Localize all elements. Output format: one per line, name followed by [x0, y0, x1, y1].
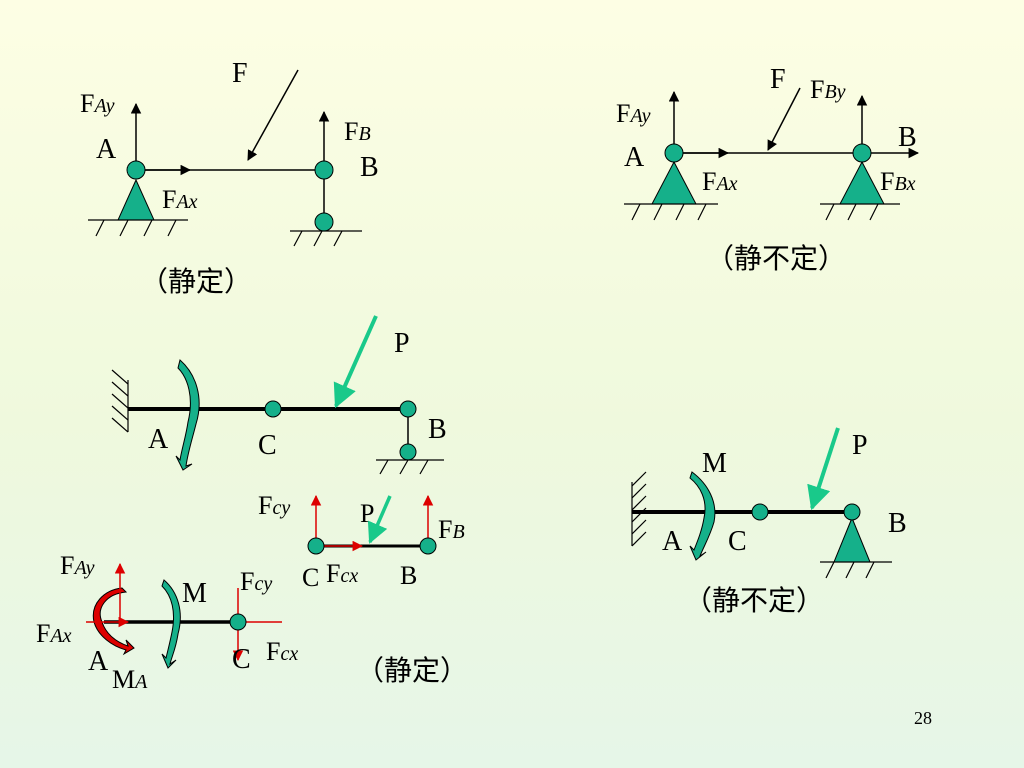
- caption-statically-determinate: （静定）: [140, 265, 252, 298]
- pin-b-bottom: [314, 212, 334, 232]
- label-m: M: [182, 578, 207, 609]
- hinge-c: [307, 537, 325, 555]
- label-b: B: [400, 561, 417, 590]
- label-b: B: [428, 414, 447, 445]
- label-p: P: [360, 499, 374, 528]
- moment-m-arrow: [161, 579, 181, 669]
- label-a: A: [662, 526, 683, 557]
- hinge-c: [264, 400, 282, 418]
- ground-hatch-b: [820, 203, 900, 221]
- label-fbx: FBx: [880, 167, 916, 196]
- label-fay: FAy: [80, 89, 115, 118]
- page-number: 28: [914, 708, 932, 728]
- label-fby: FBy: [810, 75, 846, 104]
- ground-hatch-a: [88, 219, 188, 237]
- pin-b-top: [399, 400, 417, 418]
- diagram-3: P B A C: [111, 315, 447, 475]
- diagram-1: F FAy A FB B FAx （静定）: [80, 58, 379, 298]
- force-f-arrow: [767, 87, 801, 151]
- ground-hatch-b: [820, 561, 892, 579]
- pin-b-top: [314, 160, 334, 180]
- pin-support-a: [117, 178, 155, 221]
- caption-statically-determinate-2: （静定）: [356, 654, 468, 687]
- moment-arrow-m: [689, 471, 716, 561]
- label-c: C: [728, 526, 747, 557]
- label-p: P: [852, 430, 868, 461]
- moment-arrow-m: [175, 359, 200, 471]
- diagram-6: FAy M Fcy FAx Fcx A C MA （静定）: [36, 551, 468, 694]
- diagram-2: F FBy FAy B A FAx FBx （静不定）: [616, 64, 920, 275]
- label-c: C: [258, 430, 277, 461]
- wall-hatch: [111, 369, 129, 433]
- label-fax: FAx: [36, 619, 72, 648]
- label-m: M: [702, 448, 727, 479]
- label-b: B: [360, 152, 379, 183]
- force-p-arrow: [807, 427, 840, 511]
- pin-support-b: [839, 160, 885, 205]
- label-ma: MA: [112, 665, 148, 694]
- label-fcy: Fcy: [258, 491, 290, 520]
- caption-statically-indeterminate-2: （静不定）: [684, 584, 824, 617]
- diagram-5: Fcy P FB C Fcx B: [258, 491, 465, 592]
- force-p-arrow: [367, 495, 392, 544]
- label-fay: FAy: [60, 551, 95, 580]
- label-fax: FAx: [702, 167, 738, 196]
- label-p: P: [394, 328, 410, 359]
- label-a: A: [148, 424, 169, 455]
- pin-b: [419, 537, 437, 555]
- pin-b: [843, 503, 861, 521]
- wall-hatch: [631, 471, 647, 547]
- label-a: A: [624, 142, 645, 173]
- pin-b: [852, 143, 872, 163]
- caption-statically-indeterminate: （静不定）: [706, 242, 846, 275]
- pin-a: [664, 143, 684, 163]
- hinge-c: [229, 613, 247, 631]
- label-fb: FB: [344, 117, 371, 146]
- label-c: C: [232, 644, 251, 675]
- force-p-arrow: [333, 315, 378, 409]
- ground-hatch-b: [290, 230, 362, 247]
- diagram-4: P M B A C （静不定）: [631, 427, 907, 617]
- label-f: F: [232, 58, 248, 89]
- moment-ma-arrow: [92, 587, 135, 656]
- label-fb: FB: [438, 515, 465, 544]
- pin-support-b: [833, 516, 871, 563]
- label-fcx: Fcx: [266, 637, 298, 666]
- label-fay: FAy: [616, 99, 651, 128]
- pin-support-a: [651, 160, 697, 205]
- force-f-arrow: [247, 69, 299, 161]
- label-b: B: [898, 122, 917, 153]
- ground-hatch-b: [376, 459, 444, 475]
- label-fax: FAx: [162, 185, 198, 214]
- hinge-c: [751, 503, 769, 521]
- ground-hatch-a: [624, 203, 718, 221]
- label-fcx: Fcx: [326, 559, 358, 588]
- label-a: A: [88, 646, 109, 677]
- label-f: F: [770, 64, 786, 95]
- pin-b-bottom: [399, 443, 417, 461]
- label-fcy: Fcy: [240, 567, 272, 596]
- label-a: A: [96, 134, 117, 165]
- label-c: C: [302, 563, 319, 592]
- label-b: B: [888, 508, 907, 539]
- pin-a: [126, 160, 146, 180]
